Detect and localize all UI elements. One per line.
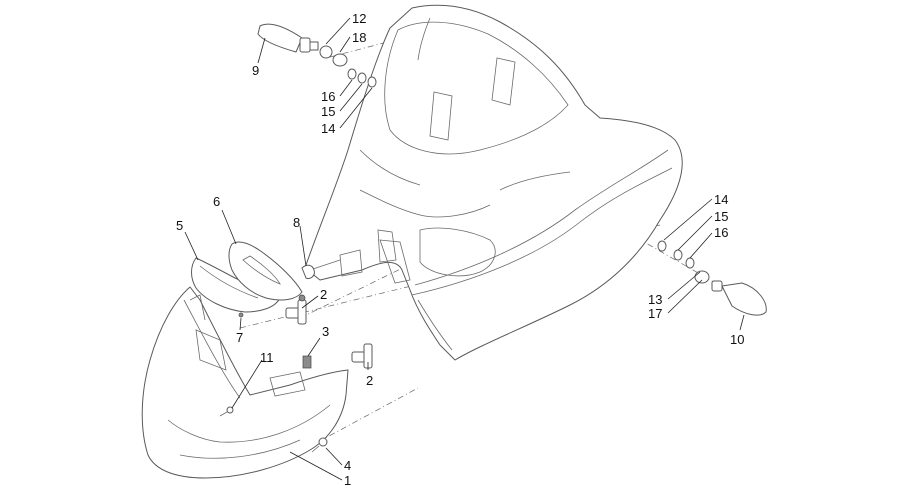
turn-signal-left	[257, 23, 377, 88]
label-7: 7	[236, 330, 243, 345]
label-12: 12	[352, 11, 366, 26]
label-15-left: 15	[321, 104, 335, 119]
label-11: 11	[260, 350, 274, 365]
label-18: 18	[352, 30, 366, 45]
label-17: 17	[648, 306, 662, 321]
label-14-left: 14	[321, 121, 335, 136]
part-labels: 1 2 2 3 4 5 6 7 8 9 10 11 12 13 14 14 15…	[176, 11, 744, 487]
position-light-cover	[191, 257, 281, 313]
label-15-right: 15	[714, 209, 728, 224]
small-fastener-7	[238, 312, 244, 318]
label-13: 13	[648, 292, 662, 307]
bracket-8	[301, 264, 315, 279]
screw-left	[219, 406, 234, 417]
label-8: 8	[293, 215, 300, 230]
label-14-right: 14	[714, 192, 728, 207]
label-5: 5	[176, 218, 183, 233]
label-2-upper: 2	[320, 287, 327, 302]
label-16-right: 16	[714, 225, 728, 240]
label-10: 10	[730, 332, 744, 347]
label-4: 4	[344, 458, 351, 473]
position-light-lens	[228, 241, 303, 301]
label-9: 9	[252, 63, 259, 78]
headlamp-assembly	[141, 286, 349, 479]
bulb-holder-lower	[351, 343, 373, 369]
front-shield	[304, 4, 683, 361]
label-2-lower: 2	[366, 373, 373, 388]
label-16-left: 16	[321, 89, 335, 104]
label-6: 6	[213, 194, 220, 209]
screw-bottom	[311, 437, 328, 453]
turn-signal-right	[657, 240, 767, 316]
label-1: 1	[344, 473, 351, 487]
clip	[302, 355, 312, 369]
leader-lines	[184, 17, 745, 481]
label-3: 3	[322, 324, 329, 339]
